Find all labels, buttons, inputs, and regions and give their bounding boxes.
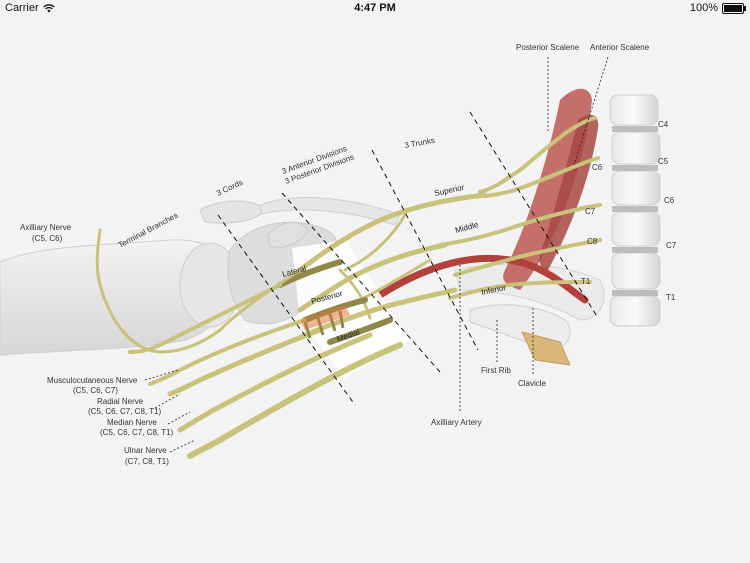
label-axillary-artery: Axilliary Artery (431, 418, 482, 427)
label-axillary-nerve: Axilliary Nerve (20, 223, 72, 232)
label-middle-trunk: Middle (454, 220, 480, 235)
clavicle-bone (469, 304, 571, 366)
label-radial-nerve: Radial Nerve (97, 397, 144, 406)
status-left: Carrier (5, 2, 55, 14)
wifi-icon (42, 3, 55, 12)
label-c7-root: C7 (585, 207, 596, 216)
status-right: 100% (689, 2, 746, 14)
label-t1-vert: T1 (666, 293, 676, 302)
carrier-label: Carrier (5, 2, 39, 14)
label-radial-roots: (C5, C6, C7, C8, T1) (88, 407, 162, 416)
cords-panel (292, 240, 410, 378)
label-three-trunks: 3 Trunks (404, 136, 436, 150)
label-first-rib: First Rib (481, 366, 511, 375)
vertebral-column (609, 94, 661, 327)
label-posterior-scalene: Posterior Scalene (516, 43, 580, 52)
label-c4: C4 (658, 120, 669, 129)
label-ulnar-nerve: Ulnar Nerve (124, 446, 167, 455)
label-musculocutaneous-nerve: Musculocutaneous Nerve (47, 376, 138, 385)
label-ulnar-roots: (C7, C8, T1) (125, 457, 169, 466)
label-superior-trunk: Superior (434, 183, 466, 198)
label-c6-root: C6 (592, 163, 603, 172)
clock: 4:47 PM (354, 2, 396, 14)
label-median-roots: (C5, C6, C7, C8, T1) (100, 428, 174, 437)
label-anterior-scalene: Anterior Scalene (590, 43, 650, 52)
label-c8-root: C8 (587, 237, 598, 246)
leader-lines (144, 56, 609, 453)
label-median-nerve: Median Nerve (107, 418, 157, 427)
label-c7-vert: C7 (666, 241, 677, 250)
status-bar: Carrier 4:47 PM 100% (0, 0, 750, 18)
scalene-muscles (503, 88, 599, 290)
label-t1-root: T1 (581, 277, 591, 286)
battery-level (724, 4, 742, 12)
label-c6-vert: C6 (664, 196, 675, 205)
label-c5: C5 (658, 157, 669, 166)
battery-icon (722, 2, 746, 14)
cord-highlight (300, 305, 350, 330)
nerves (95, 116, 602, 459)
label-axillary-nerve-roots: (C5, C6) (32, 234, 63, 243)
label-three-cords: 3 Cords (215, 178, 244, 198)
battery-percent: 100% (689, 2, 718, 14)
label-musculocutaneous-roots: (C5, C6, C7) (73, 386, 118, 395)
brachial-plexus-diagram: Posterior Scalene Anterior Scalene C4 C5… (0, 43, 677, 466)
label-clavicle: Clavicle (518, 379, 547, 388)
region-dividers (217, 111, 599, 406)
humerus-bone (0, 239, 241, 356)
